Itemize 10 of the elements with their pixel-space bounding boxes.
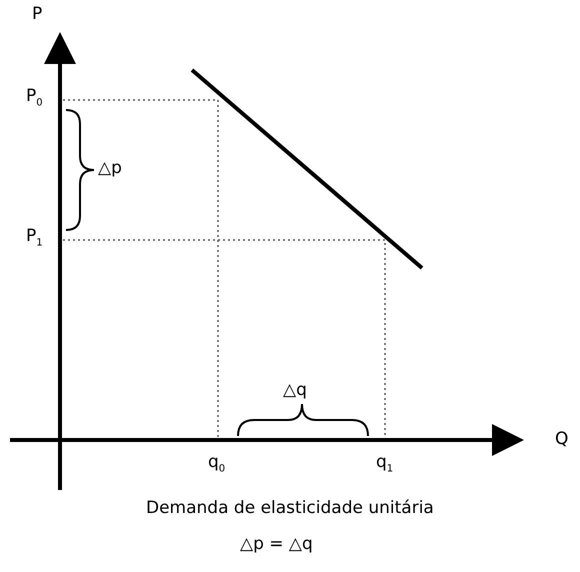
quantity-label: q$_{1}$ bbox=[376, 454, 394, 474]
caption: Demanda de elasticidade unitária bbox=[146, 500, 434, 517]
axis-label: Q bbox=[555, 431, 568, 448]
price-label: P$_{0}$ bbox=[26, 88, 43, 108]
axis-label: P bbox=[32, 6, 42, 23]
delta-label: △q bbox=[283, 382, 307, 399]
delta-label: △p bbox=[98, 160, 122, 177]
equation-text: △p = △q bbox=[240, 536, 313, 553]
quantity-label: q$_{0}$ bbox=[208, 454, 226, 474]
price-label: P$_{1}$ bbox=[26, 228, 43, 248]
